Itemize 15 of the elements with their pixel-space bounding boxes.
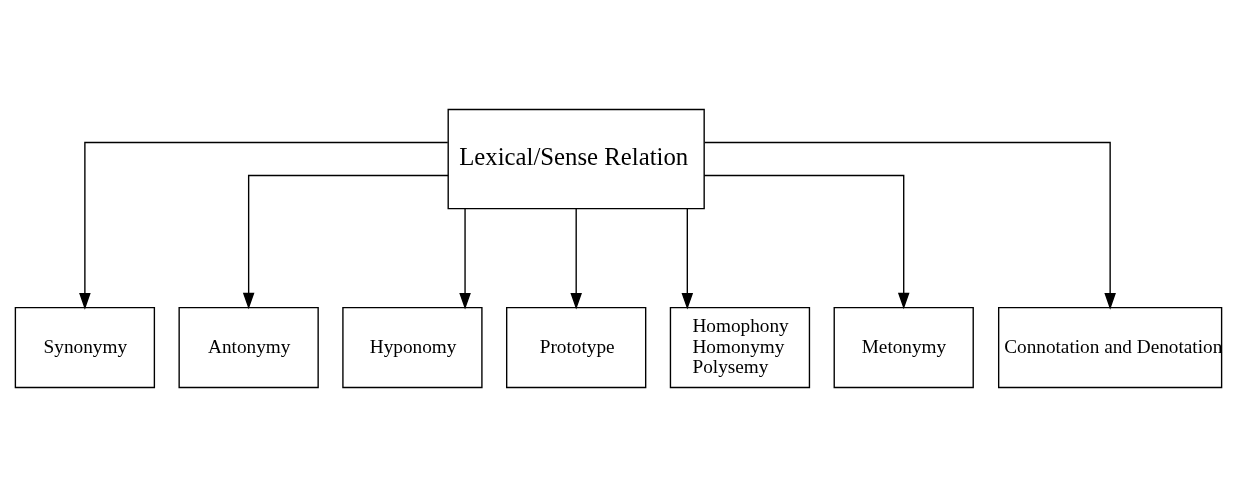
arrow bbox=[681, 208, 694, 310]
node-box: Antonymy bbox=[178, 307, 319, 389]
arrow bbox=[703, 174, 910, 310]
node-box: Metonymy bbox=[833, 307, 974, 389]
node-box: Synonymy bbox=[14, 307, 156, 389]
node-box: Hyponomy bbox=[342, 307, 483, 389]
arrow bbox=[459, 208, 471, 310]
node-box: Prototype bbox=[506, 307, 647, 389]
arrow bbox=[79, 141, 449, 310]
node-box: Homophony Homonymy Polysemy bbox=[669, 307, 811, 389]
node-box: Connotation and Denotation bbox=[997, 307, 1223, 389]
arrow bbox=[570, 208, 582, 310]
arrow bbox=[242, 174, 449, 310]
arrow bbox=[704, 141, 1116, 310]
node-box: Lexical/Sense Relation bbox=[447, 108, 705, 210]
